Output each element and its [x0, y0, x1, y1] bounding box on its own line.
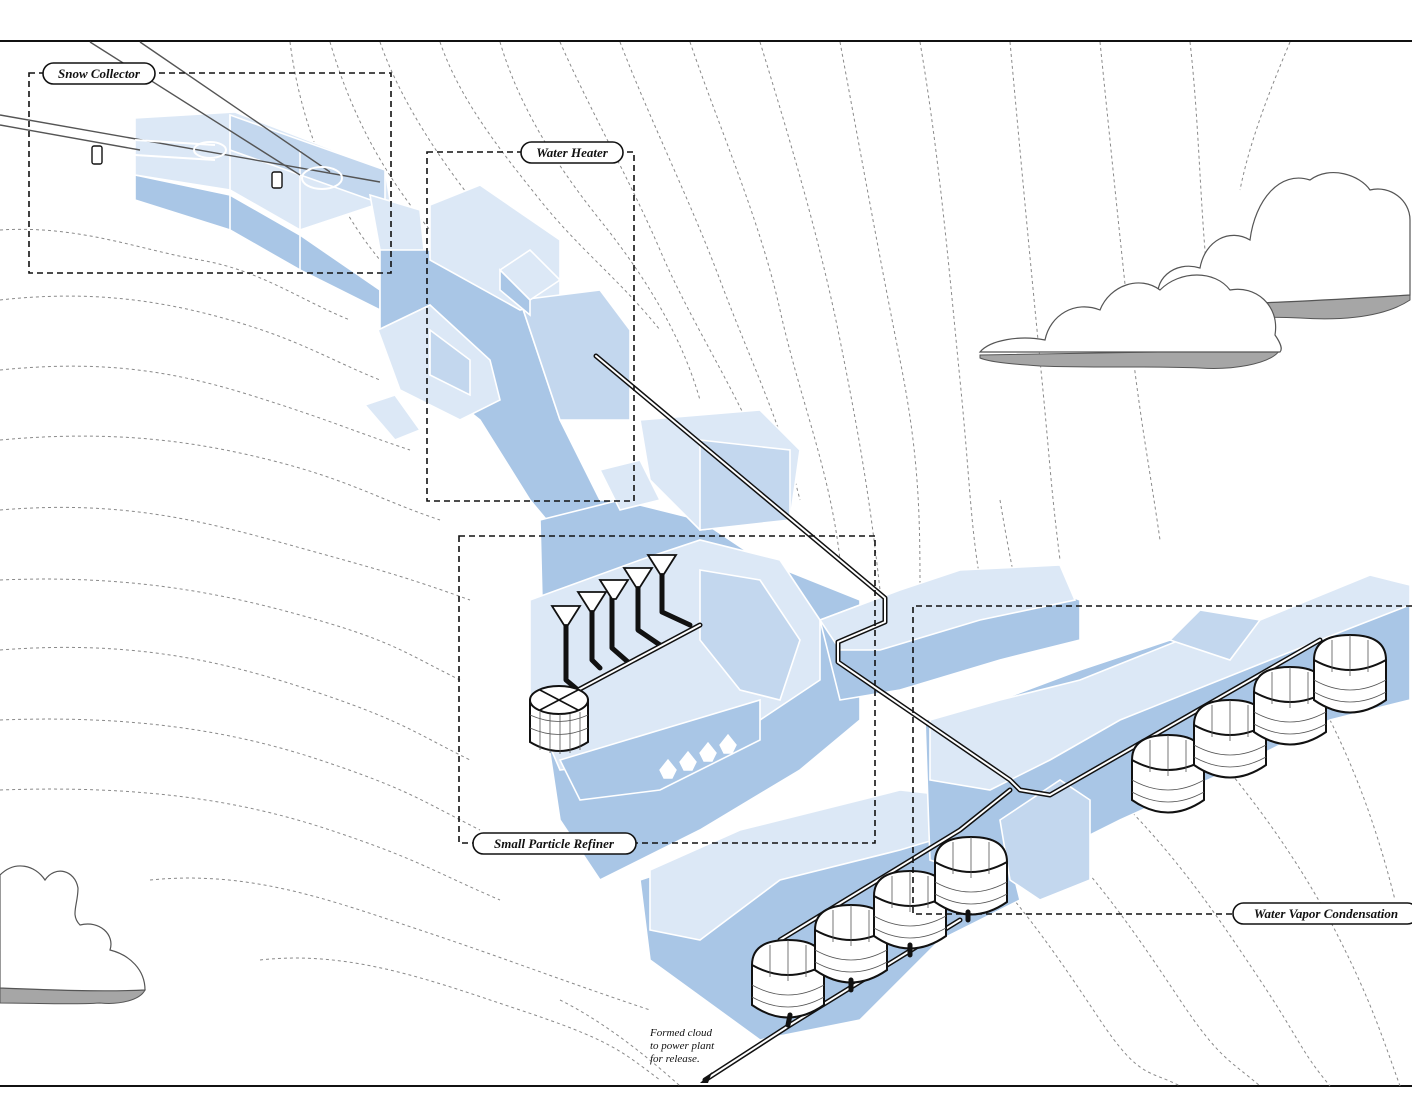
- tank-row-right: [1130, 633, 1388, 814]
- refiner-tank: [529, 685, 589, 754]
- tank: [1312, 633, 1388, 714]
- svg-text:to power plant: to power plant: [650, 1040, 715, 1052]
- water-heater-building: [363, 184, 631, 561]
- cloud-left: [0, 865, 146, 1005]
- svg-text:Small Particle Refiner: Small Particle Refiner: [494, 836, 615, 851]
- label-water-heater: Water Heater: [520, 141, 624, 164]
- tank: [933, 835, 1009, 916]
- snow-collector-building: [134, 111, 426, 312]
- svg-text:Snow Collector: Snow Collector: [58, 66, 141, 81]
- frame-water-vapor-condensation: [912, 605, 1412, 915]
- tank: [1130, 733, 1206, 814]
- formed-cloud-note: Formed cloud to power plant for release.: [649, 1027, 715, 1065]
- tank: [813, 903, 889, 984]
- tank: [1192, 698, 1268, 779]
- tank-row-left: [750, 835, 1009, 1028]
- svg-text:Water Vapor Condensation: Water Vapor Condensation: [1254, 906, 1398, 921]
- terrain-contours: [0, 41, 1401, 1087]
- svg-text:Water Heater: Water Heater: [536, 145, 609, 160]
- main-pipe: [593, 353, 1323, 1083]
- frame-small-particle-refiner: [458, 535, 876, 844]
- cloud-right: [978, 171, 1411, 369]
- label-snow-collector: Snow Collector: [42, 62, 156, 85]
- frame-snow-collector: [28, 72, 392, 274]
- refiner-funnels: [529, 554, 737, 779]
- tank: [750, 938, 826, 1019]
- label-small-particle-refiner: Small Particle Refiner: [472, 832, 637, 855]
- svg-text:for release.: for release.: [650, 1053, 700, 1065]
- tank: [1252, 665, 1328, 746]
- svg-text:Formed cloud: Formed cloud: [649, 1027, 713, 1039]
- label-water-vapor-condensation: Water Vapor Condensation: [1232, 902, 1412, 925]
